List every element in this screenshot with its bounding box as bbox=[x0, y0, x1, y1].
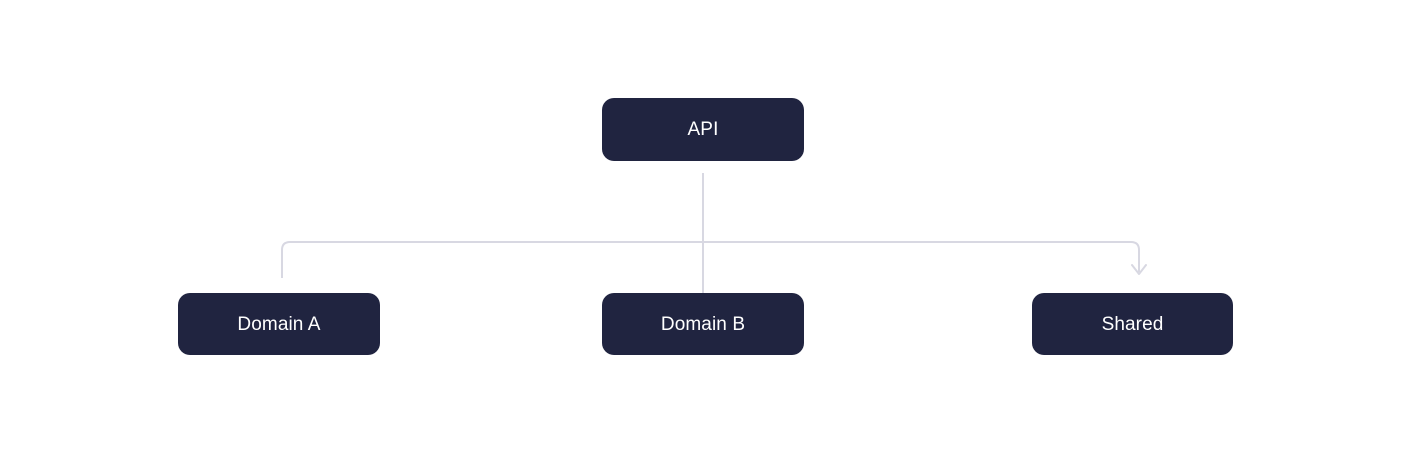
node-domain-b[interactable]: Domain B bbox=[602, 293, 804, 355]
arrowhead-icon bbox=[1131, 264, 1147, 275]
node-api[interactable]: API bbox=[602, 98, 804, 161]
node-domain-b-label: Domain B bbox=[660, 313, 746, 335]
node-api-label: API bbox=[687, 119, 719, 140]
edge-api-to-shared bbox=[703, 241, 1140, 272]
node-shared[interactable]: Shared bbox=[1032, 293, 1233, 355]
edge-api-to-domain-a bbox=[281, 241, 703, 278]
node-shared-label: Shared bbox=[1101, 313, 1164, 335]
node-domain-a-label: Domain A bbox=[237, 313, 321, 335]
node-domain-a[interactable]: Domain A bbox=[178, 293, 380, 355]
